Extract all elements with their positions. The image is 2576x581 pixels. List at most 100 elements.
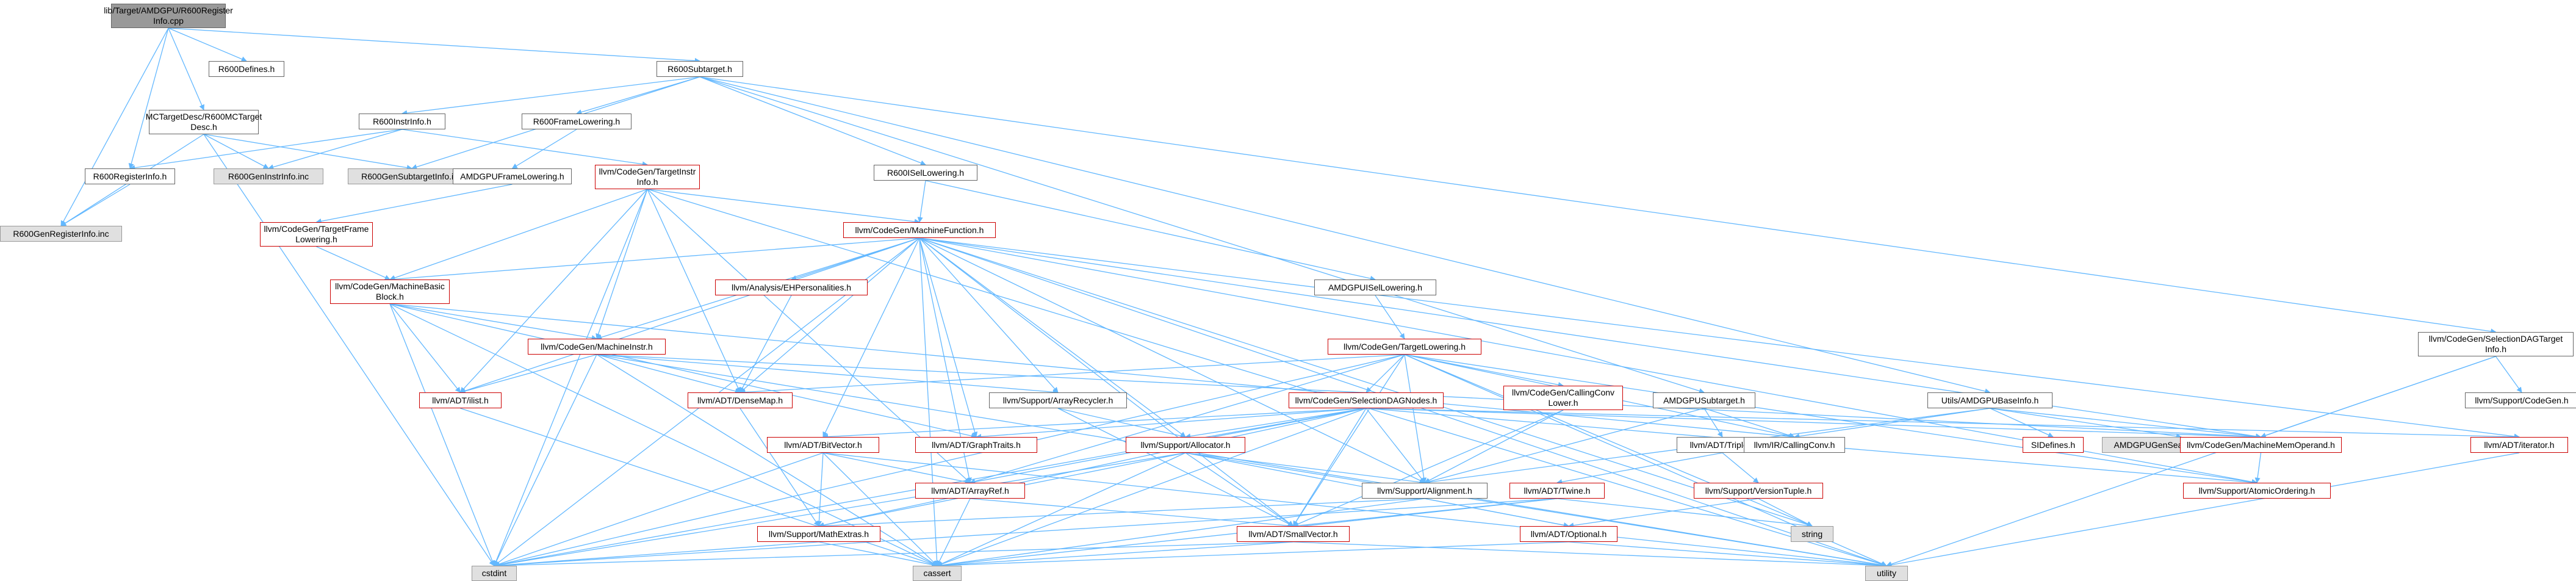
edge-selectiondagtargetinfo-to-supportcodegen — [2495, 356, 2522, 393]
node-arrayrecycler[interactable]: llvm/Support/ArrayRecycler.h — [989, 392, 1127, 408]
node-ilist[interactable]: llvm/ADT/ilist.h — [419, 392, 502, 408]
edge-allocator-to-cstdint — [494, 452, 1186, 568]
node-targetlowering[interactable]: llvm/CodeGen/TargetLowering.h — [1328, 339, 1481, 355]
edge-r600framelowering-to-amdgpuframelowering — [511, 129, 577, 169]
edge-versiontuple-to-optional — [1568, 498, 1759, 529]
edge-bitvector-to-cassert — [822, 452, 938, 566]
node-graphtraits[interactable]: llvm/ADT/GraphTraits.h — [915, 437, 1037, 453]
node-targetinstrinfo[interactable]: llvm/CodeGen/TargetInstr Info.h — [595, 165, 700, 189]
edge-alignment-to-optional — [1424, 498, 1569, 528]
edge-root-to-r600genregisterinfo — [60, 27, 169, 226]
node-utility[interactable]: utility — [1865, 566, 1908, 581]
edge-targetlowering-to-arrayref — [970, 354, 1405, 485]
edge-machinebasicblock-to-cstdint — [389, 303, 495, 566]
edge-arrayref-to-smallvector — [970, 498, 1294, 529]
edge-amdgpuframelowering-to-targetframelowering — [315, 184, 513, 224]
edge-bitvector-to-arrayref — [822, 452, 971, 485]
node-amdgpuisellowering[interactable]: AMDGPUISelLowering.h — [1314, 280, 1436, 295]
node-selectiondagtargetinfo[interactable]: llvm/CodeGen/SelectionDAGTarget Info.h — [2418, 332, 2574, 356]
node-atomicordering[interactable]: llvm/Support/AtomicOrdering.h — [2183, 483, 2331, 499]
edge-mathextras-to-cassert — [818, 541, 938, 568]
edge-targetlowering-to-selectiondagnodes — [1365, 354, 1405, 393]
edge-machinefunction-to-smallvector — [919, 237, 1294, 527]
node-r600framelowering[interactable]: R600FrameLowering.h — [522, 114, 631, 129]
node-targetframelowering[interactable]: llvm/CodeGen/TargetFrame Lowering.h — [260, 222, 373, 247]
node-iterator[interactable]: llvm/ADT/iterator.h — [2470, 437, 2568, 453]
node-amdgpubaseinfo[interactable]: Utils/AMDGPUBaseInfo.h — [1927, 392, 2053, 408]
edge-selectiondagnodes-to-smallvector — [1292, 408, 1367, 527]
node-r600genregisterinfo[interactable]: R600GenRegisterInfo.inc — [0, 226, 122, 242]
edge-machinefunction-to-cassert — [919, 237, 940, 566]
node-arrayref[interactable]: llvm/ADT/ArrayRef.h — [915, 483, 1025, 499]
node-callingconvlower[interactable]: llvm/CodeGen/CallingConv Lower.h — [1503, 386, 1623, 410]
node-r600instrinfo[interactable]: R600InstrInfo.h — [359, 114, 445, 129]
edge-bitvector-to-mathextras — [816, 452, 824, 527]
node-cassert[interactable]: cassert — [913, 566, 962, 581]
edge-mctargetdesc-to-r600geninstrinfo — [203, 134, 269, 169]
node-optional[interactable]: llvm/ADT/Optional.h — [1520, 526, 1617, 542]
edge-mctargetdesc-to-cstdint — [203, 134, 495, 566]
edge-callingconvlower-to-alignment — [1424, 410, 1564, 483]
node-twine[interactable]: llvm/ADT/Twine.h — [1509, 483, 1605, 499]
edge-root-to-r600defines — [168, 27, 247, 62]
edge-alignment-to-mathextras — [818, 498, 1425, 529]
node-bitvector[interactable]: llvm/ADT/BitVector.h — [767, 437, 879, 453]
edge-densemap-to-mathextras — [739, 408, 819, 527]
node-supportcodegen[interactable]: llvm/Support/CodeGen.h — [2465, 392, 2576, 408]
edge-selectiondagnodes-to-alignment — [1365, 408, 1425, 483]
edge-optional-to-cassert — [937, 541, 1569, 569]
node-r600isellowering[interactable]: R600ISelLowering.h — [874, 165, 977, 181]
node-smallvector[interactable]: llvm/ADT/SmallVector.h — [1237, 526, 1350, 542]
edge-amdgpubaseinfo-to-callingconv — [1794, 408, 1990, 439]
edge-machinefunction-to-alignment — [919, 237, 1425, 483]
edge-amdgpusubtarget-to-callingconv — [1704, 408, 1795, 438]
edge-root-to-r600subtarget — [168, 27, 700, 64]
node-r600geninstrinfo[interactable]: R600GenInstrInfo.inc — [214, 168, 323, 184]
edge-triple-to-twine — [1556, 452, 1723, 485]
node-r600defines[interactable]: R600Defines.h — [209, 61, 284, 77]
node-mathextras[interactable]: llvm/Support/MathExtras.h — [757, 526, 880, 542]
edge-twine-to-string — [1556, 498, 1813, 529]
node-selectiondagnodes[interactable]: llvm/CodeGen/SelectionDAGNodes.h — [1289, 392, 1444, 408]
node-machineinstr[interactable]: llvm/CodeGen/MachineInstr.h — [528, 339, 666, 355]
edge-allocator-to-alignment — [1185, 452, 1425, 485]
edge-selectiondagnodes-to-bitvector — [822, 408, 1367, 440]
edge-allocator-to-cassert — [937, 452, 1186, 566]
edge-amdgpubaseinfo-to-machinememoperand — [1990, 408, 2262, 439]
node-versiontuple[interactable]: llvm/Support/VersionTuple.h — [1694, 483, 1823, 499]
edge-machineinstr-to-arrayrecycler — [596, 354, 1059, 395]
edge-targetlowering-to-smallvector — [1292, 354, 1405, 527]
edge-r600instrinfo-to-targetinstrinfo — [401, 129, 648, 167]
node-callingconv[interactable]: llvm/IR/CallingConv.h — [1744, 437, 1845, 453]
edge-r600subtarget-to-amdgpubaseinfo — [699, 76, 1991, 394]
edge-r600subtarget-to-r600instrinfo — [401, 76, 700, 116]
node-machinebasicblock[interactable]: llvm/CodeGen/MachineBasic Block.h — [330, 280, 450, 304]
node-densemap[interactable]: llvm/ADT/DenseMap.h — [688, 392, 793, 408]
node-amdgpusubtarget[interactable]: AMDGPUSubtarget.h — [1653, 392, 1755, 408]
node-machinememoperand[interactable]: llvm/CodeGen/MachineMemOperand.h — [2180, 437, 2342, 453]
edge-r600subtarget-to-r600isellowering — [699, 76, 926, 166]
edge-selectiondagnodes-to-mathextras — [818, 408, 1367, 528]
node-cstdint[interactable]: cstdint — [472, 566, 517, 581]
node-alignment[interactable]: llvm/Support/Alignment.h — [1362, 483, 1488, 499]
node-mctargetdesc[interactable]: MCTargetDesc/R600MCTarget Desc.h — [146, 110, 262, 134]
node-r600registerinfo[interactable]: R600RegisterInfo.h — [85, 168, 175, 184]
edge-machinefunction-to-allocator — [919, 237, 1186, 438]
node-amdgpuframelowering[interactable]: AMDGPUFrameLowering.h — [453, 168, 572, 184]
edge-selectiondagnodes-to-cassert — [937, 408, 1367, 567]
node-ehpersonalities[interactable]: llvm/Analysis/EHPersonalities.h — [715, 280, 868, 295]
edge-selectiondagnodes-to-graphtraits — [976, 408, 1367, 439]
node-sidefines[interactable]: SIDefines.h — [2023, 437, 2084, 453]
edge-amdgpuisellowering-to-targetlowering — [1375, 295, 1405, 339]
edge-targetlowering-to-cstdint — [494, 354, 1405, 568]
node-string[interactable]: string — [1791, 526, 1833, 542]
node-allocator[interactable]: llvm/Support/Allocator.h — [1126, 437, 1245, 453]
edge-targetinstrinfo-to-machineinstr — [595, 189, 648, 339]
node-r600subtarget[interactable]: R600Subtarget.h — [657, 61, 743, 77]
node-machinefunction[interactable]: llvm/CodeGen/MachineFunction.h — [843, 222, 996, 238]
node-root: lib/Target/AMDGPU/R600Register Info.cpp — [104, 4, 233, 28]
edge-smallvector-to-cassert — [937, 541, 1293, 568]
edge-amdgpubaseinfo-to-amdgpugensearchabletables — [1990, 408, 2182, 439]
edge-bitvector-to-cstdint — [494, 452, 824, 567]
